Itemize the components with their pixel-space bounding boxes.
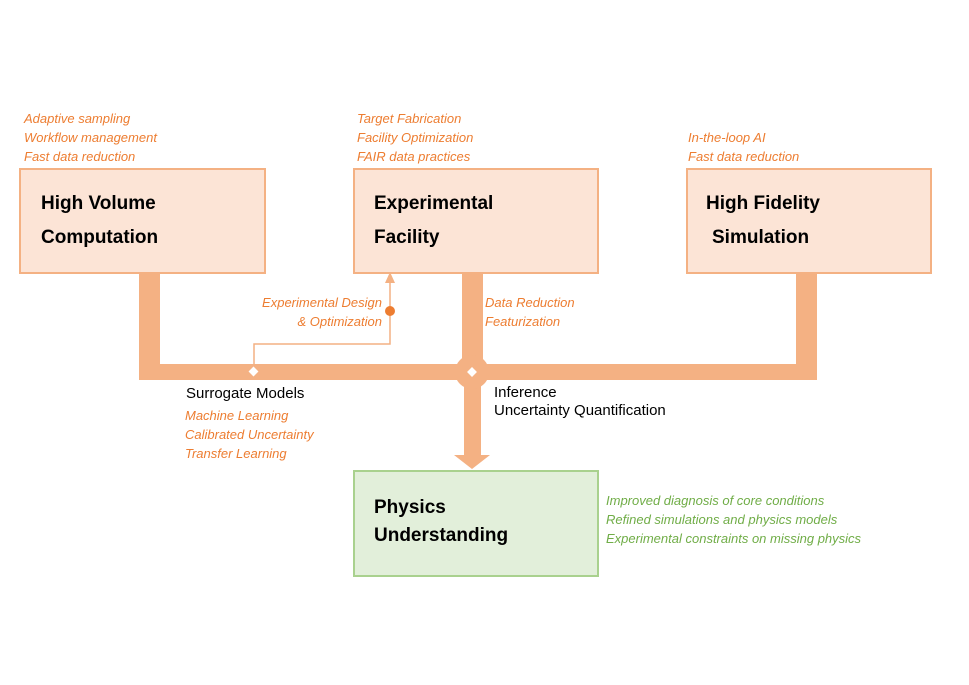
high-volume-computation-box: High Volume Computation: [19, 168, 266, 274]
note-line: In-the-loop AI: [688, 130, 766, 145]
title-line: Understanding: [374, 525, 509, 546]
note-line: Fast data reduction: [688, 149, 800, 164]
title-line: Facility: [374, 227, 440, 248]
surrogate-models-label: Surrogate Models: [186, 385, 305, 402]
note-line: Workflow management: [24, 130, 157, 145]
connector-down-shaft: [464, 380, 481, 456]
note-line: Fast data reduction: [24, 149, 136, 164]
design-node: [385, 306, 395, 316]
title-line: High Fidelity: [706, 193, 820, 214]
experimental-title: Experimental Facility: [374, 187, 493, 255]
arrow-down-head: [454, 455, 490, 469]
high-fidelity-simulation-box: High Fidelity Simulation: [686, 168, 932, 274]
connector-left-vertical: [139, 272, 160, 380]
title-line: Experimental: [374, 193, 494, 214]
note-line: Featurization: [485, 314, 561, 329]
physics-notes: Improved diagnosis of core conditions Re…: [606, 491, 861, 548]
junction-diamond-center: [467, 367, 477, 377]
high-fidelity-notes: In-the-loop AI Fast data reduction: [688, 128, 799, 166]
note-line: Target Fabrication: [357, 111, 462, 126]
arrow-up-head: [385, 272, 395, 283]
connector-right-vertical: [796, 272, 817, 380]
note-line: Experimental Design: [262, 295, 382, 310]
note-line: Facility Optimization: [357, 130, 474, 145]
note-line: Adaptive sampling: [24, 111, 131, 126]
note-line: Data Reduction: [485, 295, 575, 310]
note-line: Machine Learning: [185, 408, 289, 423]
note-line: Refined simulations and physics models: [606, 512, 838, 527]
title-line: Simulation: [712, 227, 810, 248]
title-line: Physics: [374, 497, 446, 518]
connector-center-vertical: [462, 272, 483, 380]
title-line: High Volume: [41, 193, 156, 214]
note-line: Transfer Learning: [185, 446, 287, 461]
note-line: FAIR data practices: [357, 149, 471, 164]
experimental-facility-box: Experimental Facility: [353, 168, 599, 274]
high-volume-notes: Adaptive sampling Workflow management Fa…: [24, 109, 157, 166]
data-reduction-label: Data Reduction Featurization: [485, 293, 575, 331]
physics-title: Physics Understanding: [374, 494, 508, 550]
inference-label: Inference Uncertainty Quantification: [494, 384, 666, 420]
label-line: Uncertainty Quantification: [494, 402, 666, 419]
note-line: & Optimization: [297, 314, 382, 329]
label-line: Inference: [494, 384, 557, 401]
junction-diamond-left: [248, 366, 259, 377]
title-line: Computation: [41, 227, 159, 248]
note-line: Calibrated Uncertainty: [185, 427, 314, 442]
high-volume-title: High Volume Computation: [41, 187, 158, 255]
high-fidelity-title: High Fidelity Simulation: [706, 187, 820, 255]
experimental-notes: Target Fabrication Facility Optimization…: [357, 109, 473, 166]
physics-understanding-box: Physics Understanding: [353, 470, 599, 577]
note-line: Experimental constraints on missing phys…: [606, 531, 862, 546]
experimental-design-label: Experimental Design & Optimization: [238, 293, 382, 331]
surrogate-notes: Machine Learning Calibrated Uncertainty …: [185, 406, 314, 463]
note-line: Improved diagnosis of core conditions: [606, 493, 825, 508]
